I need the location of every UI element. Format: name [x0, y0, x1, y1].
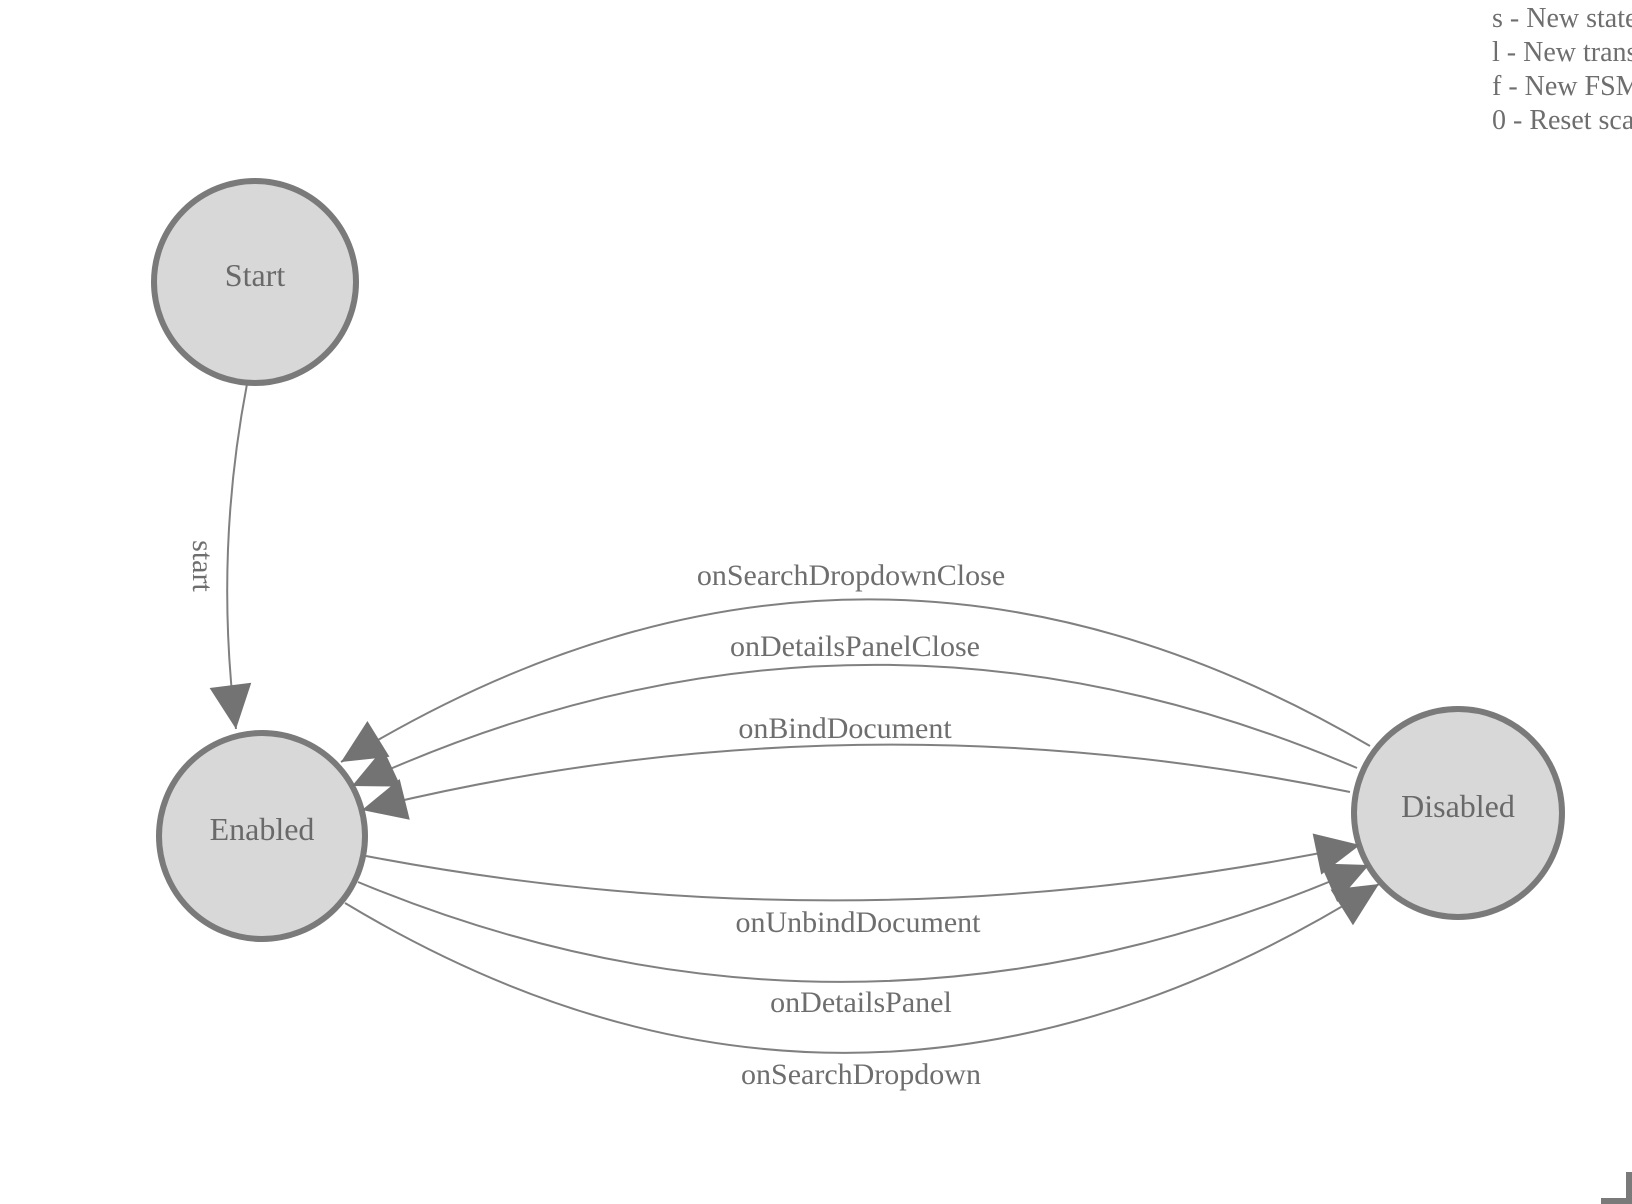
transition-label-onSearchDropdownClose: onSearchDropdownClose [697, 559, 1005, 592]
arrowhead-onDetailsPanelClose [352, 748, 401, 787]
transition-label-onBindDocument: onBindDocument [738, 712, 952, 745]
offscreen-shape-corner-horizontal [1601, 1198, 1632, 1204]
transition-edge-onUnbindDocument[interactable] [365, 844, 1361, 902]
state-node-enabled[interactable] [156, 730, 368, 942]
state-label-start: Start [225, 257, 286, 293]
state-node-start[interactable] [151, 178, 359, 386]
arrowhead-onDetailsPanel [1320, 863, 1369, 902]
state-label-enabled: Enabled [210, 811, 315, 847]
transition-label-onDetailsPanel: onDetailsPanel [770, 986, 952, 1019]
state-node-disabled[interactable] [1351, 706, 1565, 920]
transition-edge-onDetailsPanel[interactable] [357, 864, 1370, 983]
arrowhead-onSearchDropdownClose [341, 721, 390, 762]
transition-edge-onDetailsPanelClose[interactable] [351, 663, 1358, 787]
transition-edge-onSearchDropdown[interactable] [344, 883, 1380, 1054]
legend-line-new-state: s - New state [1492, 3, 1632, 34]
legend-line-new-transition: l - New transition [1492, 37, 1632, 68]
transition-label-start: start [186, 540, 219, 592]
legend-line-reset-scale: 0 - Reset scale [1492, 105, 1632, 136]
transition-label-onUnbindDocument: onUnbindDocument [736, 906, 982, 939]
transition-edge-start[interactable] [226, 383, 248, 730]
arrowhead-onBindDocument [362, 779, 410, 820]
transition-label-onSearchDropdown: onSearchDropdown [741, 1058, 981, 1091]
offscreen-shape-corner-vertical [1626, 1172, 1632, 1204]
state-label-disabled: Disabled [1401, 788, 1515, 824]
arrowhead-start [209, 682, 252, 729]
arrowhead-onSearchDropdown [1330, 884, 1379, 926]
transition-edge-onSearchDropdownClose[interactable] [340, 598, 1371, 763]
transition-edge-onBindDocument[interactable] [361, 743, 1351, 811]
transition-label-onDetailsPanelClose: onDetailsPanelClose [730, 630, 980, 663]
legend-line-new-fsm: f - New FSM [1492, 71, 1632, 102]
shortcuts-legend: s - New state l - New transition f - New… [1492, 0, 1632, 138]
